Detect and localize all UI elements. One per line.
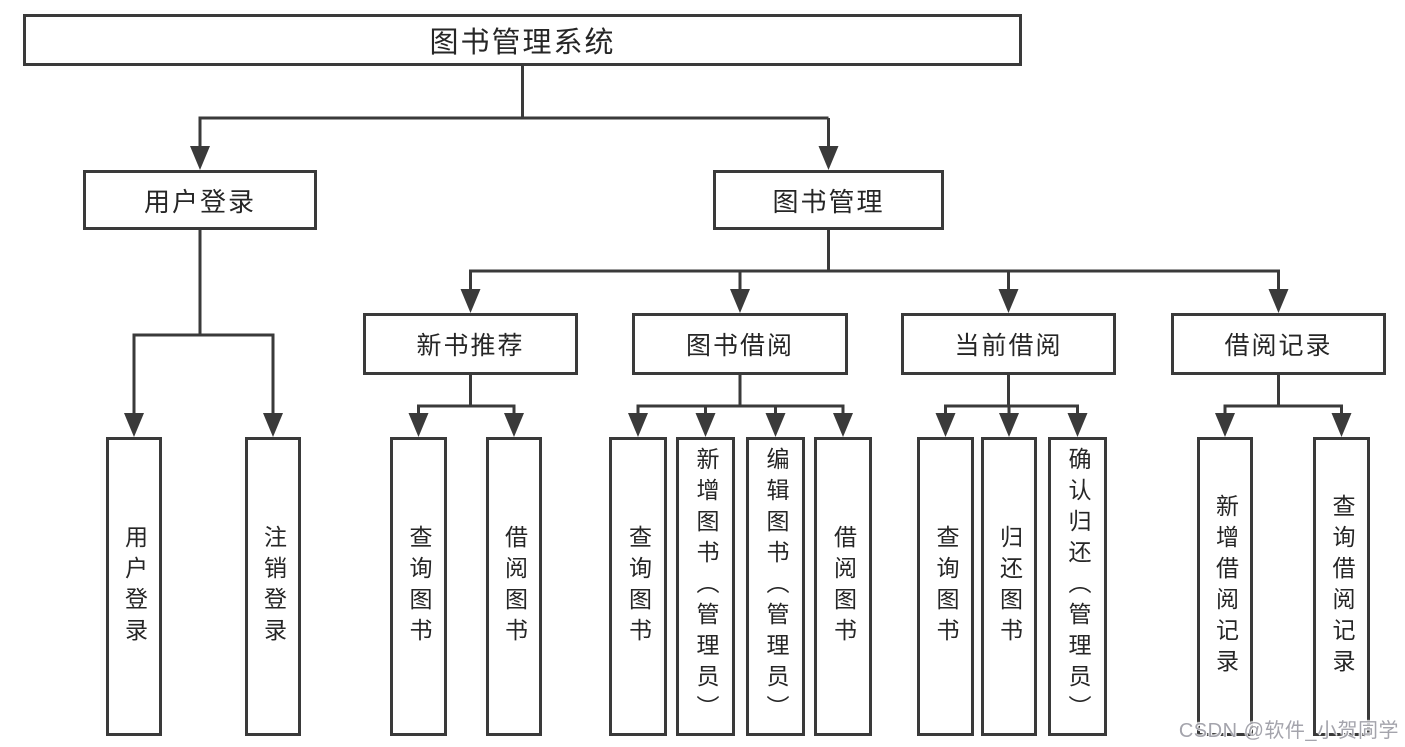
node-new-book-rec: 新书推荐 (363, 313, 578, 375)
leaf-logout-label: 注销登录 (260, 524, 287, 649)
connector-path (132, 66, 1343, 428)
leaf-record-query-label: 查询借阅记录 (1329, 493, 1355, 680)
leaf-user-login: 用户登录 (106, 437, 162, 736)
node-root: 图书管理系统 (23, 14, 1022, 66)
arrowheads (124, 146, 1352, 437)
node-root-label: 图书管理系统 (429, 27, 616, 59)
leaf-borrow-add-label: 新增图书（管理员） (693, 447, 719, 726)
node-user-login-label: 用户登录 (143, 186, 256, 217)
node-new-book-rec-label: 新书推荐 (416, 332, 525, 360)
leaf-borrow-edit-label: 编辑图书（管理员） (763, 447, 789, 726)
node-book-borrow-label: 图书借阅 (685, 332, 794, 360)
leaf-current-confirm-label: 确认归还（管理员） (1065, 447, 1091, 726)
node-book-borrow: 图书借阅 (632, 313, 848, 375)
leaf-user-login-label: 用户登录 (121, 524, 148, 649)
leaf-newbook-query: 查询图书 (390, 437, 447, 736)
leaf-record-query: 查询借阅记录 (1313, 437, 1370, 736)
leaf-borrow-add: 新增图书（管理员） (676, 437, 735, 736)
node-current-borrow-label: 当前借阅 (954, 332, 1063, 360)
leaf-record-add-label: 新增借阅记录 (1212, 493, 1239, 680)
leaf-current-confirm: 确认归还（管理员） (1048, 437, 1107, 736)
leaf-current-return: 归还图书 (981, 437, 1037, 736)
leaf-newbook-borrow: 借阅图书 (486, 437, 542, 736)
leaf-newbook-query-label: 查询图书 (406, 524, 432, 649)
node-user-login: 用户登录 (83, 170, 317, 230)
leaf-current-query-label: 查询图书 (933, 524, 959, 649)
leaf-borrow-query-label: 查询图书 (625, 524, 652, 649)
leaf-borrow-edit: 编辑图书（管理员） (746, 437, 805, 736)
node-borrow-records-label: 借阅记录 (1224, 332, 1333, 360)
leaf-current-query: 查询图书 (917, 437, 974, 736)
leaf-newbook-borrow-label: 借阅图书 (501, 524, 528, 649)
node-book-mgmt: 图书管理 (713, 170, 944, 230)
leaf-record-add: 新增借阅记录 (1197, 437, 1253, 736)
leaf-current-return-label: 归还图书 (996, 524, 1023, 649)
node-book-mgmt-label: 图书管理 (772, 186, 885, 217)
watermark: CSDN @软件_小贺同学 (1178, 720, 1399, 742)
node-borrow-records: 借阅记录 (1171, 313, 1386, 375)
leaf-borrow-borrow: 借阅图书 (814, 437, 872, 736)
leaf-logout: 注销登录 (245, 437, 301, 736)
node-current-borrow: 当前借阅 (901, 313, 1116, 375)
leaf-borrow-borrow-label: 借阅图书 (830, 524, 857, 649)
leaf-borrow-query: 查询图书 (609, 437, 667, 736)
